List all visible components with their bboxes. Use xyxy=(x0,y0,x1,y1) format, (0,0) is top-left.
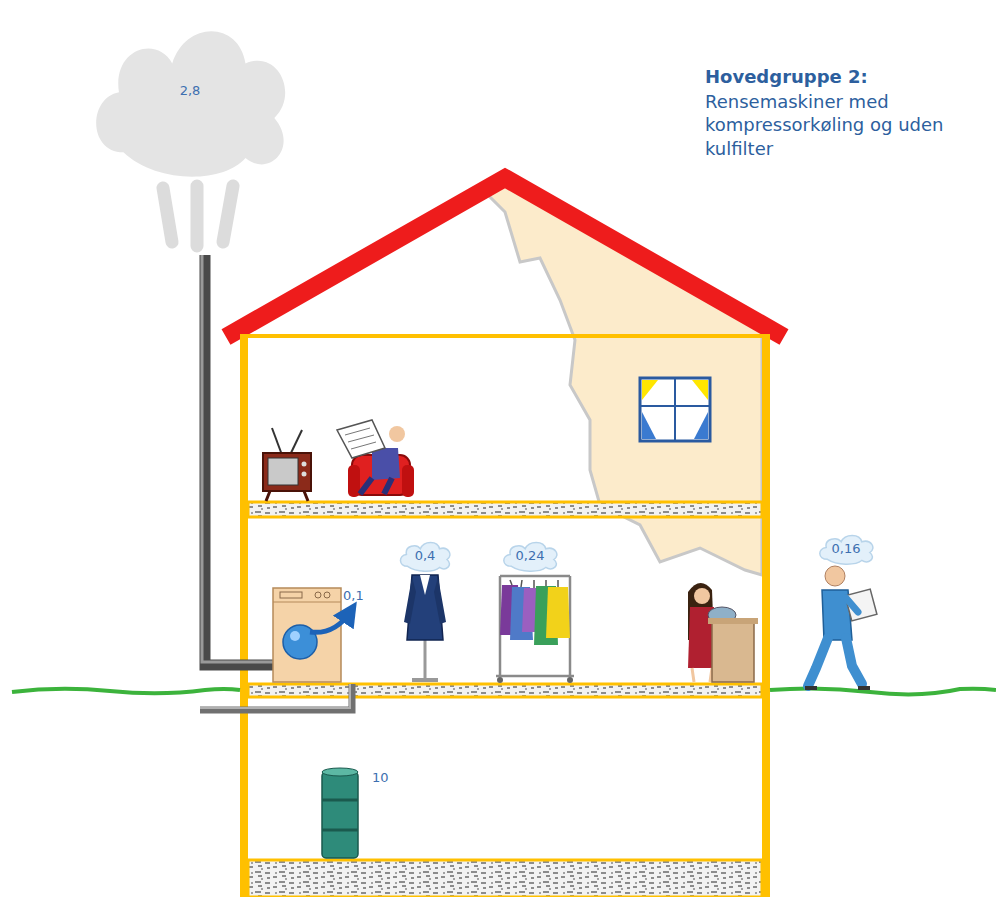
floor-slab xyxy=(248,684,762,697)
waste-barrel xyxy=(322,768,358,858)
emission-cloud: 0,16 xyxy=(815,531,877,565)
window xyxy=(674,378,676,441)
shop-assistant xyxy=(688,583,758,682)
emission-value: 0,1 xyxy=(343,588,364,603)
reading-man xyxy=(337,420,385,458)
reading-man xyxy=(402,465,414,497)
shop-assistant xyxy=(694,588,710,604)
emission-streaks xyxy=(163,186,233,246)
reading-man xyxy=(360,478,392,494)
emission-cloud: 0,24 xyxy=(499,538,561,572)
television xyxy=(302,462,307,467)
window xyxy=(640,405,710,407)
ground-line xyxy=(12,689,240,694)
window xyxy=(642,412,656,439)
house-walls xyxy=(240,334,770,897)
waste-barrel xyxy=(322,800,358,830)
emission-cloud: 0,4 xyxy=(396,538,454,572)
customer xyxy=(825,566,845,586)
suit-mannequin xyxy=(404,564,446,680)
drain-pipe xyxy=(200,684,350,708)
clothes-rack xyxy=(496,576,574,676)
emission-value: 0,16 xyxy=(815,531,877,556)
emission-value: 2,8 xyxy=(79,9,301,98)
dry-cleaning-machine xyxy=(273,602,341,603)
window xyxy=(640,378,710,441)
drain-pipe xyxy=(200,684,352,710)
dry-cleaning-machine xyxy=(290,631,300,641)
television xyxy=(268,458,298,485)
emission-value: 0,4 xyxy=(396,538,454,563)
customer xyxy=(846,598,858,612)
reading-man xyxy=(345,428,376,449)
window xyxy=(642,380,658,400)
shop-assistant xyxy=(712,622,754,682)
television xyxy=(266,491,308,501)
customer xyxy=(808,638,862,686)
customer xyxy=(845,589,877,621)
reading-man xyxy=(389,426,405,442)
group-title: Hovedgruppe 2: xyxy=(705,66,868,87)
dry-cleaning-machine xyxy=(280,592,302,598)
cloud-outline xyxy=(96,31,285,177)
emission-streaks xyxy=(163,186,233,246)
clothes-rack xyxy=(497,677,503,683)
window xyxy=(692,380,708,400)
window xyxy=(640,378,710,441)
shop-assistant xyxy=(692,668,712,682)
floor-slab xyxy=(248,860,762,897)
clothes-rack xyxy=(567,677,573,683)
house-walls xyxy=(240,334,248,897)
waste-barrel xyxy=(322,768,358,776)
dry-cleaning-machine xyxy=(315,592,321,598)
television xyxy=(302,472,307,477)
shop-assistant xyxy=(708,618,758,624)
dry-cleaning-machine xyxy=(324,592,330,598)
floor-slab xyxy=(248,502,762,517)
dry-cleaning-machine xyxy=(310,612,350,632)
customer xyxy=(805,566,877,688)
clothes-rack xyxy=(496,576,574,683)
waste-amount: 10 xyxy=(372,770,389,785)
group-description: Rensemaskiner med kompressorkøling og ud… xyxy=(705,90,945,160)
drain-pipe xyxy=(200,684,352,710)
ground-line xyxy=(12,688,996,694)
emission-cloud: 2,8 xyxy=(79,9,301,181)
television xyxy=(272,428,282,455)
waste-barrel xyxy=(322,772,358,858)
clothes-rack xyxy=(510,580,558,588)
ground-line xyxy=(770,688,996,694)
television xyxy=(290,430,302,455)
dry-cleaning-machine xyxy=(273,588,341,682)
suit-mannequin xyxy=(412,678,438,682)
customer xyxy=(805,686,870,690)
roof xyxy=(226,178,784,337)
television xyxy=(263,428,311,501)
house-walls xyxy=(240,334,770,338)
suit-mannequin xyxy=(420,575,430,595)
floor-slab xyxy=(248,502,762,897)
dry-cleaning-machine xyxy=(273,588,350,682)
clothes-rack xyxy=(546,587,570,638)
roof xyxy=(226,178,784,337)
television xyxy=(263,453,311,491)
window xyxy=(694,412,708,439)
reading-man xyxy=(337,420,414,497)
reading-man xyxy=(372,448,400,480)
house-walls xyxy=(762,334,770,897)
emission-value: 0,24 xyxy=(499,538,561,563)
